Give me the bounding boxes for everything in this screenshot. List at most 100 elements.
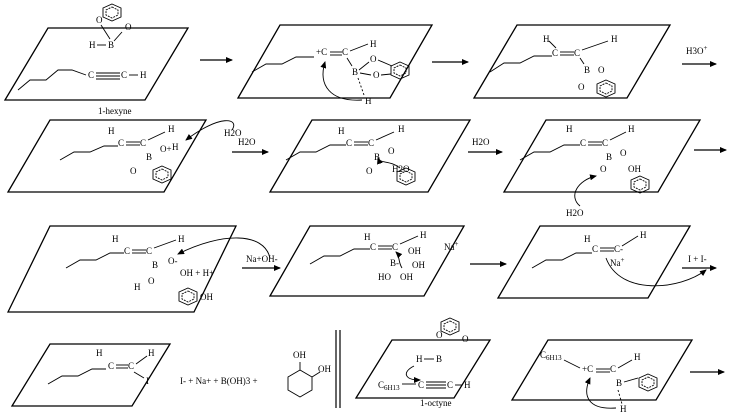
alkene-carbon-2: C: [140, 138, 146, 148]
terminal-hydrogen: H: [611, 34, 618, 44]
alkene-carbon-2: C: [392, 242, 398, 252]
water-molecule: H2O: [224, 128, 242, 138]
reaction-plane-4: [6, 119, 208, 193]
oxonium-oxygen: O+: [160, 144, 172, 154]
reaction-plane-11: [354, 339, 492, 399]
reaction-plane-10: [10, 343, 172, 407]
vinyl-hydrogen: H: [96, 348, 103, 358]
alkene-carbon: C: [342, 47, 348, 57]
hydroxyl-h-plus: OH + H+: [180, 268, 214, 278]
alkyne-carbon-1: C: [88, 70, 94, 80]
alkene-carbon-2: C: [146, 246, 152, 256]
oxygen-1: O: [370, 54, 377, 64]
curved-arrow: [177, 237, 271, 259]
oxygen-1: O: [436, 330, 443, 340]
hydrogen-2: H: [134, 282, 141, 292]
panel-1: O O H B C C H 1-hexyne: [3, 3, 190, 116]
panel-2: +C C H B O O H: [236, 24, 434, 106]
reaction-plane-1: [3, 27, 190, 101]
reagent-h3o: H3O+: [686, 44, 708, 56]
oxygen-1: O: [620, 148, 627, 158]
oxygen-1: O: [388, 146, 395, 156]
panel-7: C C H H B O- O H OH + H+ OH: [6, 225, 271, 313]
reaction-plane-9: [496, 225, 692, 299]
curved-arrow: [395, 251, 403, 269]
hydroxyl: OH: [628, 164, 641, 174]
terminal-hydrogen: H: [420, 230, 427, 240]
curved-arrow: [377, 157, 401, 169]
hydrogen-terminal: H: [370, 39, 377, 49]
oxygen-minus: O-: [168, 256, 178, 266]
oxygen-2: O: [462, 334, 469, 344]
terminal-hydrogen: H: [148, 348, 155, 358]
alkene-carbon-1: C: [552, 48, 558, 58]
panel-12: C6H13 +C C H B H: [510, 339, 694, 413]
alkene-carbon-1: C: [346, 138, 352, 148]
alkene-carbon-1: C: [370, 242, 376, 252]
curved-arrow: [320, 61, 363, 101]
panel-10: C C H H I: [10, 343, 172, 407]
byproducts: I- + Na+ + B(OH)3 +: [180, 376, 258, 386]
terminal-hydrogen: H: [140, 70, 147, 80]
hexyl-group: C6H13: [540, 350, 562, 362]
reagent-water: H2O: [238, 137, 256, 147]
alkene-carbon-1: C: [580, 138, 586, 148]
alkyne-carbon-2: C: [121, 70, 127, 80]
terminal-hydrogen: H: [640, 230, 647, 240]
boron-atom: B: [146, 152, 152, 162]
hydroxyl-3: HO: [378, 272, 391, 282]
catechol-ring: [630, 175, 650, 194]
sodium-ion: Na+: [444, 240, 459, 252]
catechol-ring: [638, 373, 658, 392]
boron-atom: B: [352, 67, 358, 77]
oxygen-2: O: [130, 166, 137, 176]
carbanion: C-: [614, 244, 623, 254]
boron-atom: B: [616, 378, 622, 388]
vinyl-hydrogen: H: [566, 124, 573, 134]
oxygen-1: O: [578, 82, 585, 92]
carbocation-carbon: +C: [316, 47, 327, 57]
panel-9: C C- H H Na+: [496, 225, 707, 299]
vinyl-hydrogen: H: [108, 126, 115, 136]
vinyl-hydrogen: H: [584, 234, 591, 244]
reaction-plane-3: [472, 24, 672, 99]
oxygen-2: O: [148, 276, 155, 286]
catechol-oh-2: OH: [318, 364, 331, 374]
curved-arrow: [405, 365, 421, 383]
alkene-carbon-1: C: [118, 138, 124, 148]
panel-11: O O H B C6H13 C C H 1-octyne: [354, 317, 492, 408]
oxygen-2: O: [598, 65, 605, 75]
catechol-oh-1: OH: [293, 350, 306, 360]
oxygen-2: O: [366, 166, 373, 176]
hexyl-group: C6H13: [378, 380, 400, 392]
catechol-ring: [390, 61, 410, 80]
alkene-carbon-1: C: [592, 244, 598, 254]
panel-6: C C H H B O O OH H2O: [502, 119, 702, 218]
boron-atom: B: [436, 354, 442, 364]
catechol-ring: [596, 79, 616, 98]
boron-atom: B: [152, 260, 158, 270]
vinyl-hydrogen: H: [364, 232, 371, 242]
reaction-plane-8: [268, 225, 466, 297]
hydrogen-on-boron: H: [89, 40, 96, 50]
alkene-carbon-2: C: [574, 48, 580, 58]
alkene-carbon-2: C: [602, 138, 608, 148]
curved-arrow: [185, 120, 235, 141]
reaction-plane-2: [236, 24, 434, 99]
hydrogen-on-boron: H: [416, 354, 423, 364]
hydroxyl-1: OH: [408, 246, 421, 256]
terminal-hydrogen: H: [168, 124, 175, 134]
oxonium-hydrogen: H: [172, 142, 179, 152]
curved-arrow: [605, 257, 707, 287]
vinyl-hydrogen: H: [112, 234, 119, 244]
curved-arrow: [584, 377, 617, 409]
water-ligand: H2O: [392, 164, 410, 174]
boron-atom: B: [606, 152, 612, 162]
reagent-water-2: H2O: [472, 137, 490, 147]
alkyne-carbon-1: C: [418, 380, 424, 390]
terminal-hydrogen: H: [464, 380, 471, 390]
panel-3: C C H H B O O: [472, 24, 672, 99]
reaction-plane-5: [268, 119, 472, 193]
label-1-hexyne: 1-hexyne: [98, 106, 132, 116]
